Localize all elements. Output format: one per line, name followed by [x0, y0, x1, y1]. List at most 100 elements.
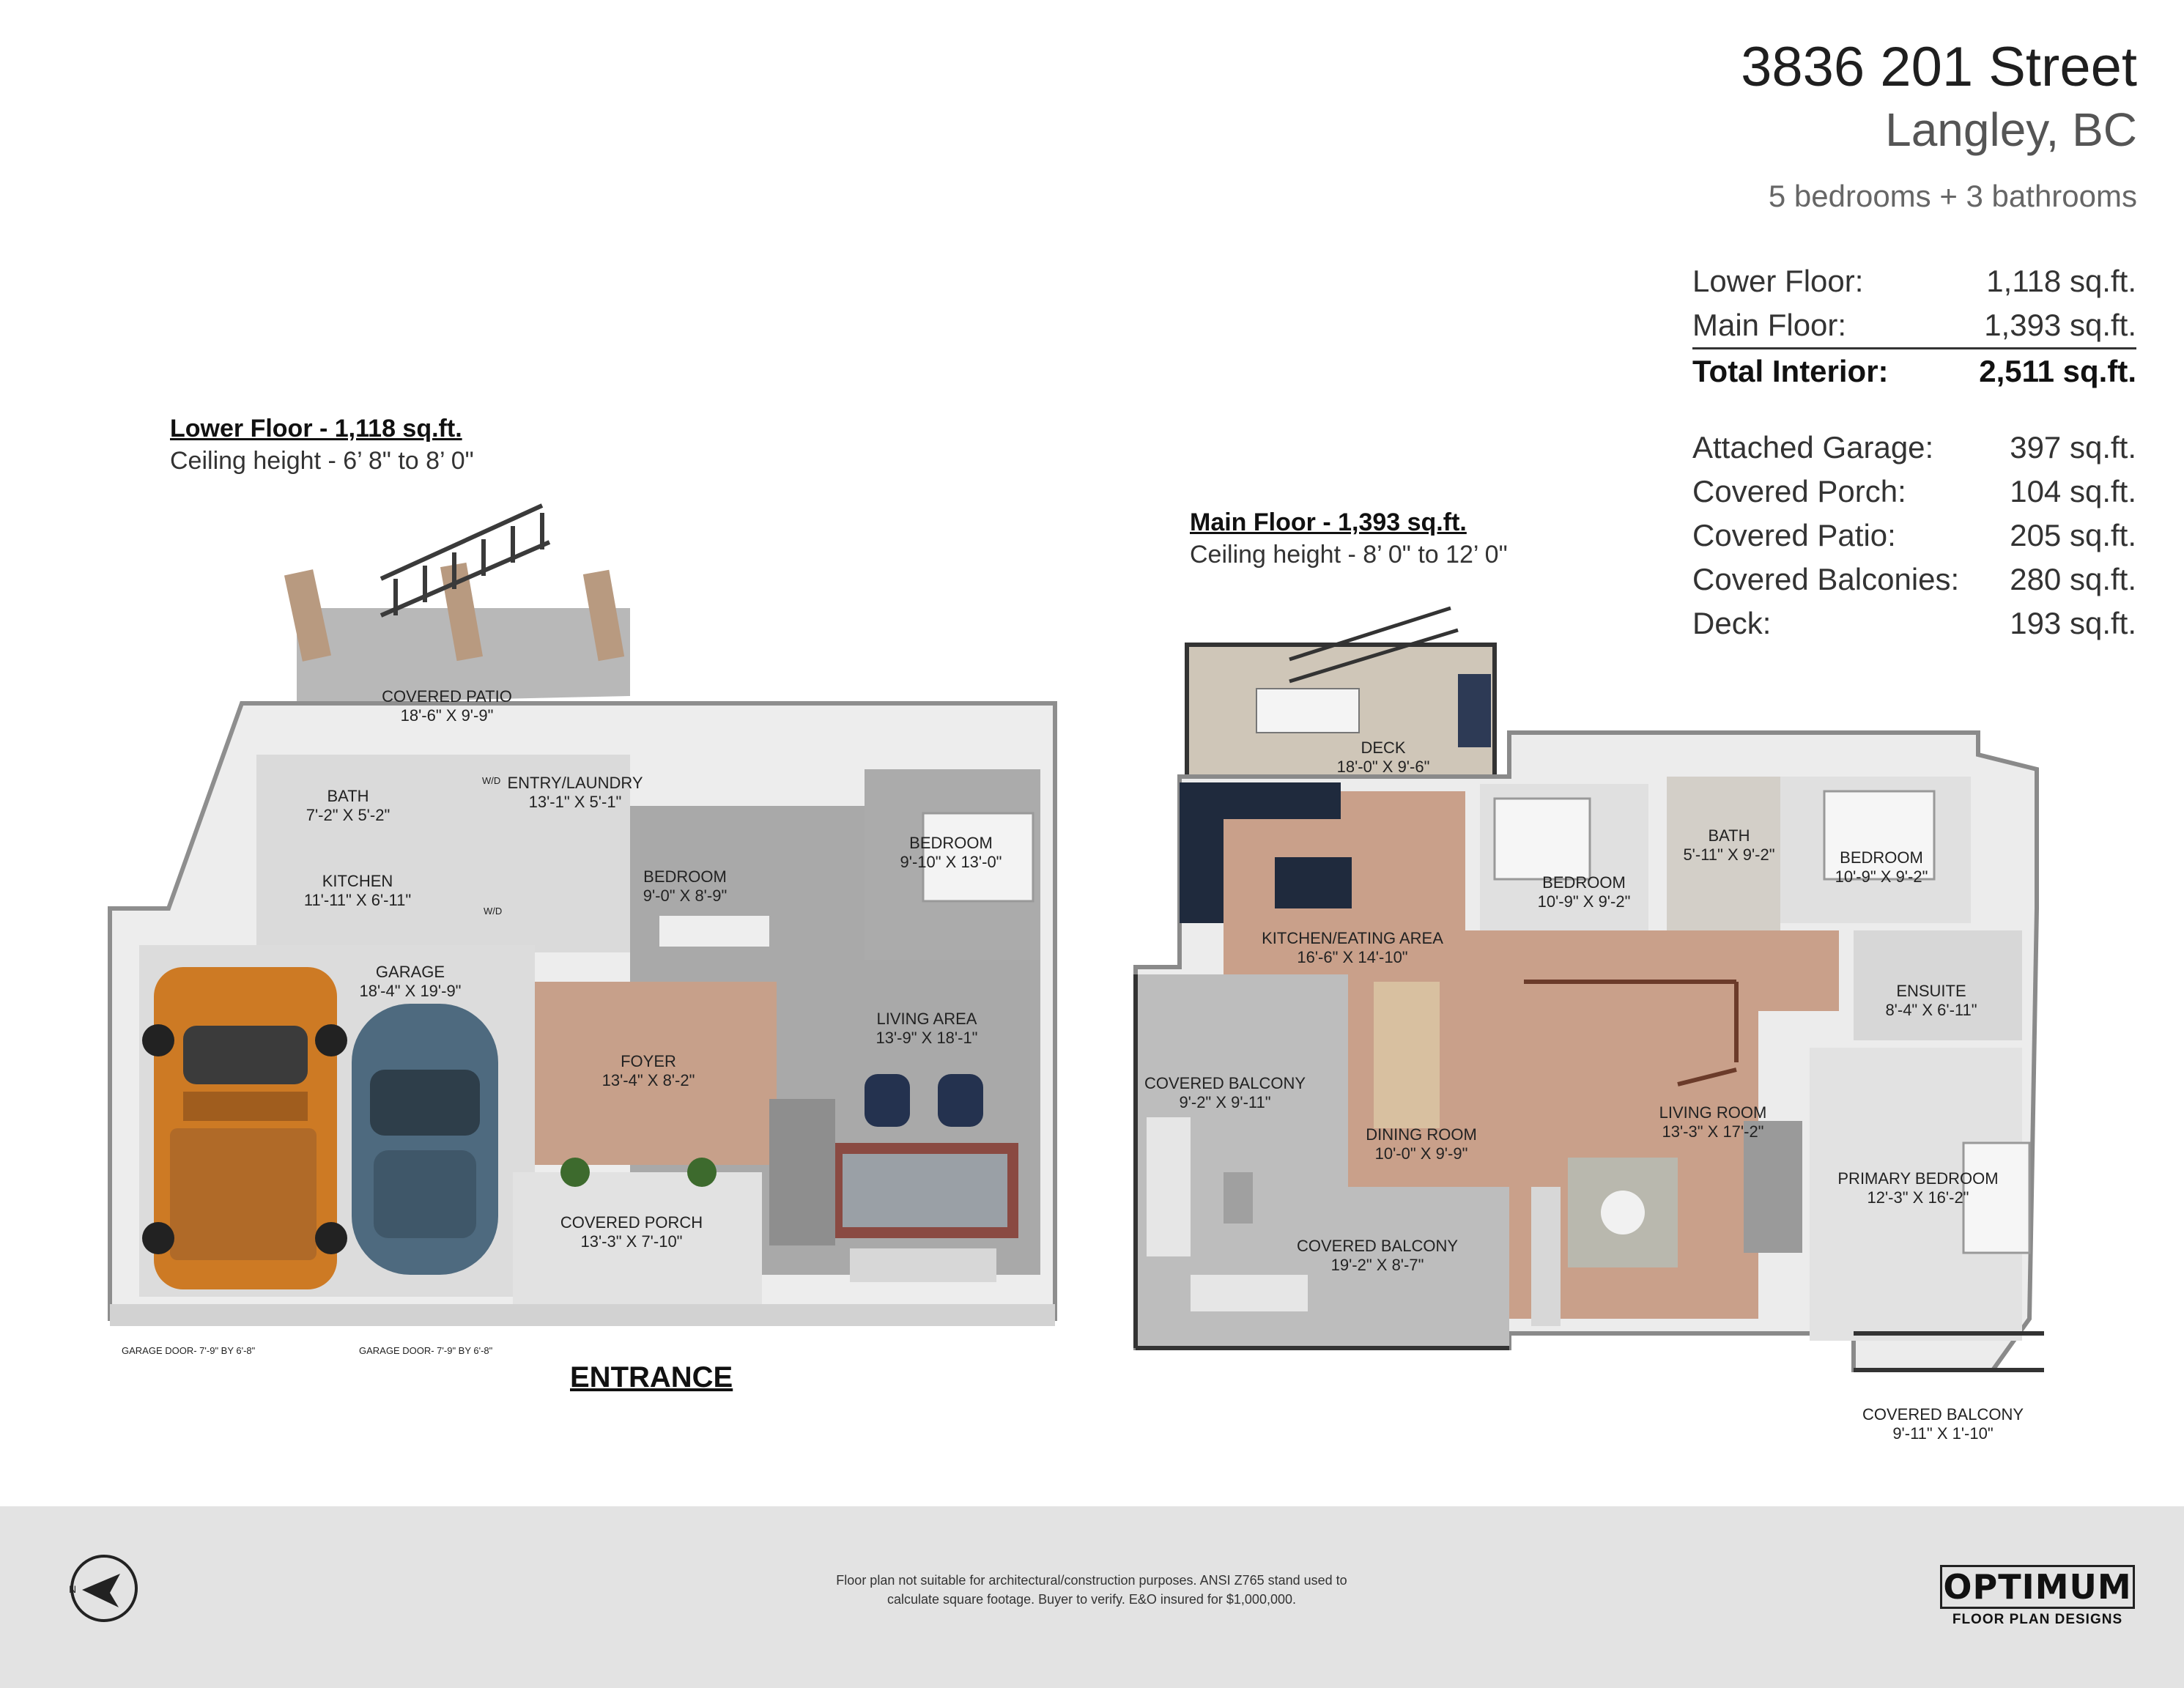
area-value: 1,118 sq.ft. — [1986, 264, 2136, 298]
area-value: 1,393 sq.ft. — [1984, 308, 2136, 342]
area-row: Covered Patio: 205 sq.ft. — [1692, 514, 2136, 558]
washer-dryer-label: W/D — [484, 906, 503, 917]
compass-letter: N — [69, 1583, 76, 1595]
garage-door-label: GARAGE DOOR- 7'-9" BY 6'-8" — [122, 1345, 256, 1356]
deck-railing — [1187, 606, 1495, 684]
bed — [922, 812, 1034, 903]
lower-floor-plan — [108, 503, 1057, 1326]
logo-main: OPTIMUM — [1940, 1565, 2135, 1609]
area-label: Lower Floor: — [1692, 264, 1864, 298]
area-value: 104 sq.ft. — [2010, 474, 2136, 508]
area-row: Main Floor: 1,393 sq.ft. — [1692, 303, 2136, 349]
area-label: Attached Garage: — [1692, 430, 1934, 464]
area-value: 193 sq.ft. — [2010, 606, 2136, 640]
area-value: 2,511 sq.ft. — [1979, 354, 2136, 388]
main-floor-ceiling: Ceiling height - 8’ 0" to 12’ 0" — [1190, 541, 1508, 569]
optimum-logo: OPTIMUM FLOOR PLAN DESIGNS — [1940, 1565, 2135, 1628]
area-row: Deck: 193 sq.ft. — [1692, 601, 2136, 645]
armchair — [865, 1074, 910, 1127]
logo-sub: FLOOR PLAN DESIGNS — [1952, 1612, 2123, 1627]
bath-floor — [1667, 777, 1780, 930]
area-value: 280 sq.ft. — [2010, 562, 2136, 596]
area-row: Covered Balconies: 280 sq.ft. — [1692, 558, 2136, 601]
area-label: Total Interior: — [1692, 354, 1889, 388]
kitchen-counter — [1180, 782, 1341, 923]
area-label: Covered Porch: — [1692, 474, 1906, 508]
area-row: Attached Garage: 397 sq.ft. — [1692, 426, 2136, 470]
plant — [560, 1158, 590, 1187]
outdoor-sofa — [1191, 1275, 1308, 1311]
address-line-2: Langley, BC — [1885, 103, 2137, 156]
washer-dryer-label: W/D — [482, 775, 501, 786]
fire-table — [1224, 1172, 1253, 1224]
area-label: Covered Balconies: — [1692, 562, 1960, 596]
area-value: 205 sq.ft. — [2010, 518, 2136, 552]
fireplace — [769, 1099, 835, 1245]
orange-truck — [142, 967, 347, 1289]
sofa — [850, 1248, 996, 1282]
armchair — [938, 1074, 983, 1127]
area-row-total: Total Interior: 2,511 sq.ft. — [1692, 349, 2136, 393]
patio-post — [582, 569, 625, 662]
bed — [1823, 790, 1936, 881]
kitchen-island — [1275, 857, 1352, 908]
main-floor-title: Main Floor - 1,393 sq.ft. — [1190, 508, 1467, 536]
plant — [687, 1158, 717, 1187]
sofa — [1531, 1187, 1561, 1326]
area-row: Lower Floor: 1,118 sq.ft. — [1692, 259, 2136, 303]
bed — [1493, 797, 1591, 881]
deck-vehicle — [1458, 674, 1491, 747]
floor-plans-graphic — [108, 503, 2044, 1372]
footer-bar: Floor plan not suitable for architectura… — [0, 1506, 2184, 1688]
lower-floor-ceiling: Ceiling height - 6’ 8" to 8’ 0" — [170, 447, 474, 475]
area-row: Covered Porch: 104 sq.ft. — [1692, 470, 2136, 514]
covered-balcony-floor — [1348, 1187, 1509, 1348]
tile-floor — [256, 755, 630, 952]
area-summary-table: Lower Floor: 1,118 sq.ft. Main Floor: 1,… — [1692, 259, 2136, 645]
garage-door-strip — [110, 1304, 1055, 1326]
stair-railing — [1524, 980, 1739, 1087]
daybed — [659, 916, 769, 947]
address-line-1: 3836 201 Street — [1741, 36, 2137, 98]
lower-floor-title: Lower Floor - 1,118 sq.ft. — [170, 415, 462, 443]
bed — [1962, 1141, 2031, 1254]
deck-dining-table — [1256, 688, 1360, 733]
outdoor-sofa — [1147, 1117, 1191, 1256]
disclaimer: Floor plan not suitable for architectura… — [836, 1573, 1347, 1607]
area-label: Covered Patio: — [1692, 518, 1896, 552]
entrance-label: ENTRANCE — [570, 1361, 733, 1393]
patio-stair-railing — [380, 503, 551, 618]
covered-porch-floor — [513, 1172, 762, 1311]
balcony-railing — [1133, 974, 2044, 1372]
fireplace-wall — [1744, 1121, 1802, 1253]
compass-icon: N — [69, 1555, 138, 1622]
ensuite-floor — [1854, 930, 2022, 1040]
dining-table — [1374, 982, 1440, 1128]
area-label: Deck: — [1692, 606, 1772, 640]
patio-post — [284, 569, 332, 662]
main-floor-plan — [1133, 606, 2044, 1372]
blue-car — [352, 1004, 498, 1275]
garage-door-label: GARAGE DOOR- 7'-9" BY 6'-8" — [359, 1345, 493, 1356]
area-value: 397 sq.ft. — [2010, 430, 2136, 464]
coffee-table — [1601, 1191, 1645, 1234]
